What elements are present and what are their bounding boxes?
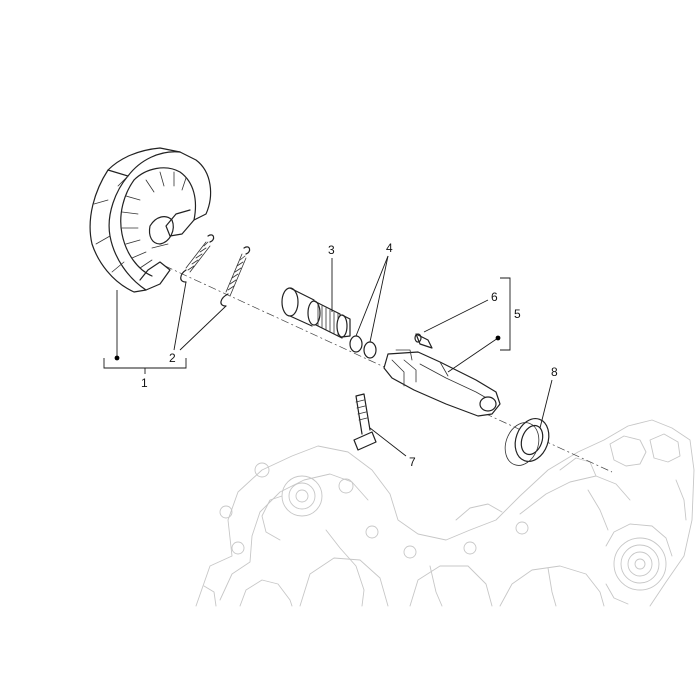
oil-seal: [504, 418, 550, 466]
callout-3: 3: [328, 243, 335, 257]
callout-5: 5: [514, 307, 521, 321]
callout-labels: 1 2 3 4 5 6 7 8: [141, 241, 558, 469]
callout-4: 4: [386, 241, 393, 255]
callout-8: 8: [551, 365, 558, 379]
cam-shaft: [281, 287, 351, 339]
pin: [414, 333, 433, 349]
callout-6: 6: [491, 290, 498, 304]
brake-lever-assembly: [383, 349, 501, 417]
circlip-rings: [349, 335, 377, 359]
callout-2: 2: [169, 351, 176, 365]
callout-7: 7: [409, 455, 416, 469]
bolt: [353, 393, 377, 451]
leader-lines: [103, 255, 553, 457]
brake-shoe-set: [89, 147, 212, 293]
engine-crankcase: [195, 419, 695, 607]
return-spring: [180, 234, 251, 307]
callout-1: 1: [141, 376, 148, 390]
